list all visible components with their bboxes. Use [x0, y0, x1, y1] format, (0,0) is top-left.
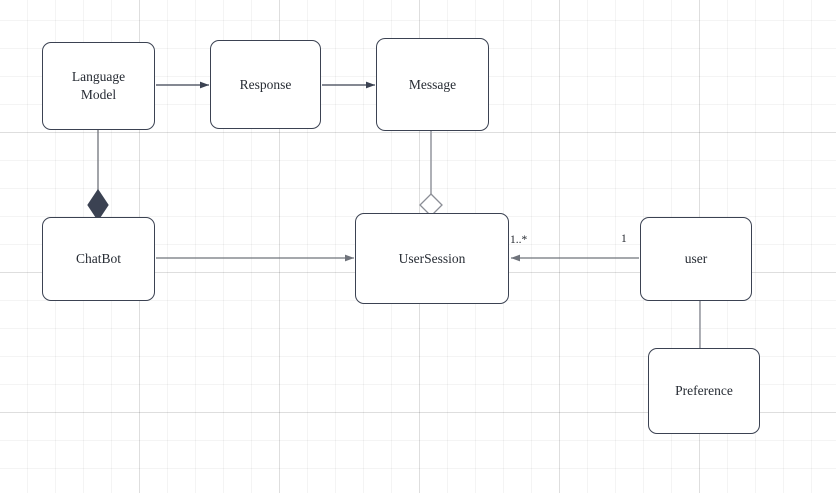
node-label-user: user — [684, 251, 708, 267]
node-preference[interactable]: Preference — [648, 348, 760, 434]
node-chatbot[interactable]: ChatBot — [42, 217, 155, 301]
node-message[interactable]: Message — [376, 38, 489, 131]
node-label-message: Message — [408, 76, 457, 92]
edge-label-user-multiplicity: 1 — [621, 233, 627, 245]
node-user[interactable]: user — [640, 217, 752, 301]
node-response[interactable]: Response — [210, 40, 321, 129]
edge-label-usersession-multiplicity: 1..* — [510, 234, 528, 246]
node-label-usersession: UserSession — [398, 250, 466, 266]
composition-diamond-icon — [87, 188, 109, 222]
node-label-chatbot: ChatBot — [75, 251, 121, 267]
node-usersession[interactable]: UserSession — [355, 213, 509, 304]
node-language-model[interactable]: Language Model — [42, 42, 155, 130]
node-label-response: Response — [239, 76, 292, 92]
node-label-preference: Preference — [675, 383, 733, 399]
node-label-language-model: Language Model — [71, 69, 126, 102]
